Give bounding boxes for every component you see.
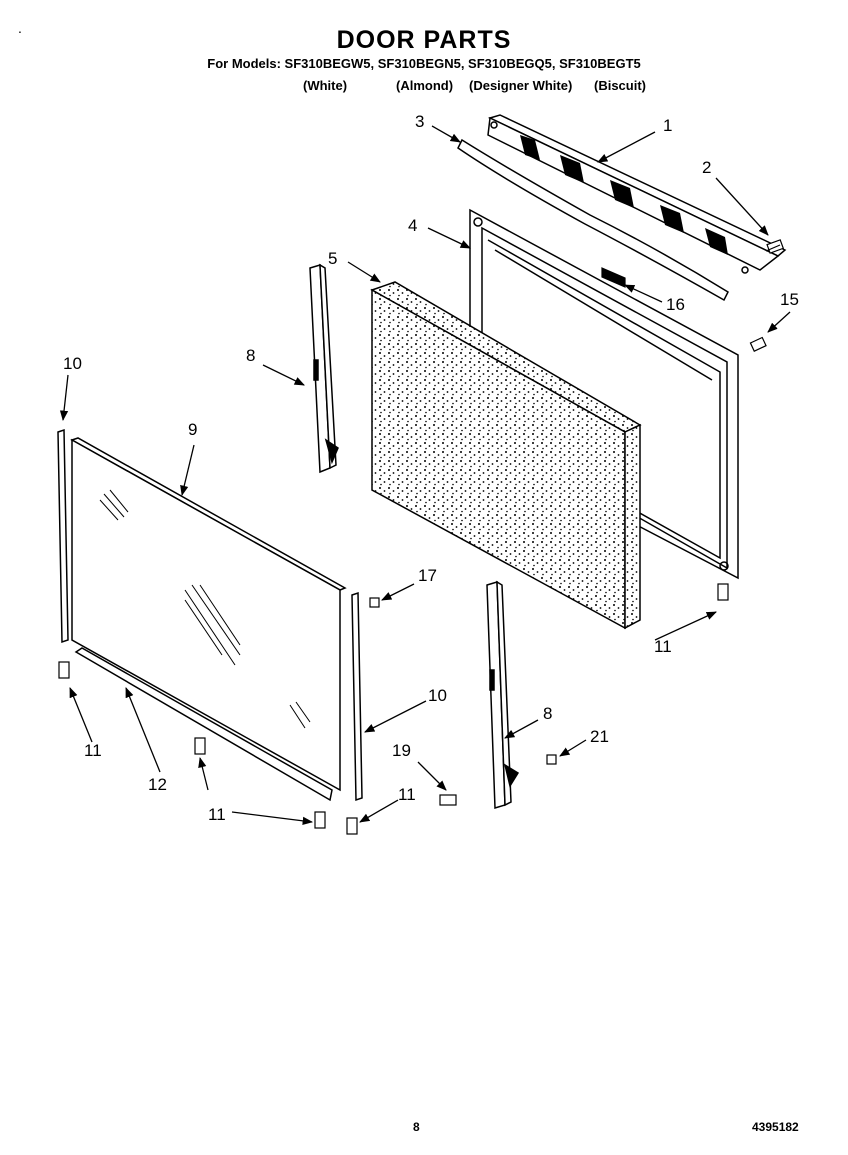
callout-21: 21 bbox=[590, 727, 609, 746]
callout-19: 19 bbox=[392, 741, 411, 760]
callout-15: 15 bbox=[780, 290, 799, 309]
variant-almond: (Almond) bbox=[396, 78, 454, 93]
callout-8-lower: 8 bbox=[543, 704, 553, 723]
callout-12: 12 bbox=[148, 775, 167, 794]
variant-white: (White) bbox=[303, 78, 348, 93]
callout-11-center: 11 bbox=[398, 785, 416, 804]
callout-8-upper: 8 bbox=[246, 346, 256, 365]
callout-11-bottom: 11 bbox=[208, 805, 226, 824]
callout-2: 2 bbox=[702, 158, 712, 177]
part-vent-trim bbox=[487, 114, 787, 274]
part-side-trim-left bbox=[57, 428, 69, 644]
screws bbox=[58, 583, 729, 835]
callout-11-right: 11 bbox=[654, 637, 672, 656]
part-glass-panel bbox=[70, 437, 347, 792]
part-label-16 bbox=[601, 267, 626, 288]
part-inner-door-panel bbox=[469, 208, 739, 580]
part-clip-21 bbox=[546, 754, 557, 765]
part-insulation bbox=[370, 281, 642, 630]
variant-biscuit: (Biscuit) bbox=[594, 78, 646, 93]
part-hinge-channel-upper bbox=[309, 263, 339, 474]
callout-4: 4 bbox=[408, 216, 418, 235]
part-clip-17 bbox=[369, 597, 380, 608]
document-number: 4395182 bbox=[752, 1120, 799, 1134]
callout-1: 1 bbox=[663, 116, 673, 135]
part-screw-15 bbox=[749, 336, 767, 352]
part-bottom-trim bbox=[74, 647, 333, 802]
callout-17: 17 bbox=[418, 566, 437, 585]
part-hinge-channel-lower bbox=[486, 580, 520, 809]
part-side-trim-right bbox=[351, 591, 363, 802]
callout-10-right: 10 bbox=[428, 686, 447, 705]
part-curved-trim bbox=[457, 138, 729, 302]
callout-16: 16 bbox=[666, 295, 685, 314]
page-title: DOOR PARTS bbox=[336, 26, 512, 54]
callout-10-left: 10 bbox=[63, 354, 82, 373]
callout-11-left: 11 bbox=[84, 741, 102, 760]
callout-3: 3 bbox=[415, 112, 425, 131]
variant-designer-white: (Designer White) bbox=[469, 78, 573, 93]
page-number: 8 bbox=[413, 1120, 420, 1134]
models-line: For Models: SF310BEGW5, SF310BEGN5, SF31… bbox=[207, 56, 641, 71]
callout-5: 5 bbox=[328, 249, 338, 268]
stray-dot: . bbox=[18, 20, 22, 36]
callout-9: 9 bbox=[188, 420, 198, 439]
part-screw-2 bbox=[765, 239, 785, 254]
